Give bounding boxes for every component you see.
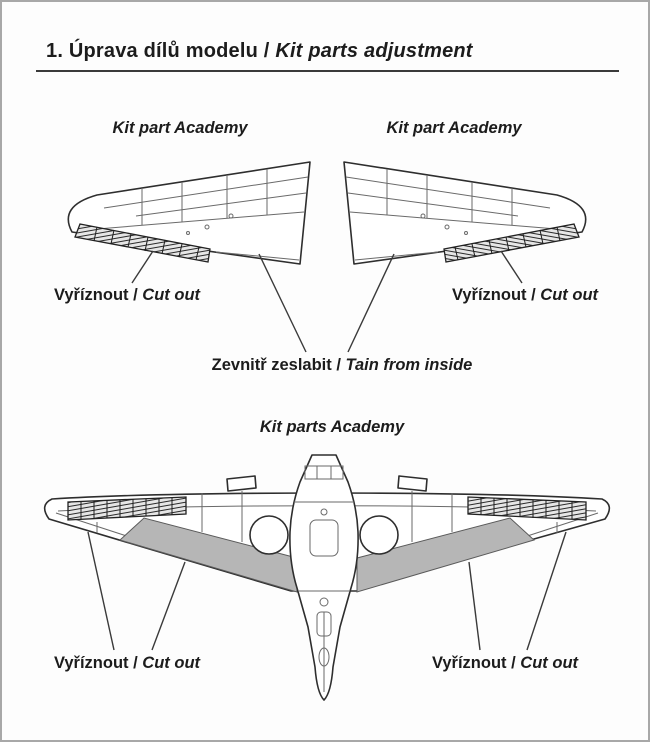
leader-top-right (500, 250, 523, 284)
leader-bottom-left-inner (151, 561, 186, 651)
right-flap-shaded-area (356, 517, 535, 593)
leader-lines (87, 250, 567, 651)
kit-part-academy-right-text: Kit part Academy (386, 119, 522, 137)
kit-parts-academy-bottom-text: Kit parts Academy (259, 418, 405, 436)
cutout-label-bottom-right: Vyříznout / Cut out (432, 654, 578, 673)
cutout-label-bottom-left: Vyříznout / Cut out (54, 654, 200, 673)
kit-part-academy-right-label: Kit part Academy (386, 119, 521, 138)
cutout-bottom-right-english: Cut out (520, 654, 579, 672)
cutout-top-right-czech: Vyříznout / (451, 286, 536, 304)
thin-from-inside-label: Zevnitř zeslabit / Tain from inside (212, 356, 473, 375)
cutout-label-top-right: Vyříznout / Cut out (452, 286, 598, 305)
left-wheel-well (249, 515, 289, 555)
page-title: 1. Úprava dílů modelu / Kit parts adjust… (46, 40, 473, 63)
title-czech: 1. Úprava dílů modelu / (46, 40, 270, 62)
leader-top-left (131, 250, 154, 284)
bottom-assembly-drawing (43, 454, 611, 701)
cutout-top-right-english: Cut out (540, 286, 599, 304)
leader-bottom-left-outer (87, 531, 115, 651)
thin-note-english: Tain from inside (345, 356, 473, 374)
leader-bottom-right-inner (468, 561, 481, 651)
kit-parts-academy-bottom-label: Kit parts Academy (260, 418, 404, 437)
kit-part-academy-left-label: Kit part Academy (112, 119, 247, 138)
fuselage-outline (289, 454, 359, 701)
right-wheel-well (359, 515, 399, 555)
kit-part-academy-left-text: Kit part Academy (112, 119, 248, 137)
leader-bottom-right-outer (526, 531, 567, 651)
leader-thin-note-left (258, 253, 307, 353)
cutout-bottom-right-czech: Vyříznout / (431, 654, 516, 672)
title-english: Kit parts adjustment (275, 40, 473, 62)
cutout-top-left-czech: Vyříznout / (53, 286, 138, 304)
cutout-label-top-left: Vyříznout / Cut out (54, 286, 200, 305)
leader-thin-note-right (347, 253, 395, 353)
cutout-bottom-left-english: Cut out (142, 654, 201, 672)
thin-note-czech: Zevnitř zeslabit / (211, 356, 341, 374)
right-leading-edge-cutout (467, 496, 587, 521)
wing-root-fairings (226, 475, 428, 492)
cutout-top-left-english: Cut out (142, 286, 201, 304)
cutout-bottom-left-czech: Vyříznout / (53, 654, 138, 672)
right-wing-drawing (343, 161, 587, 265)
left-leading-edge-cutout (67, 496, 187, 521)
title-underline (36, 70, 619, 72)
left-wing-drawing (67, 161, 311, 265)
